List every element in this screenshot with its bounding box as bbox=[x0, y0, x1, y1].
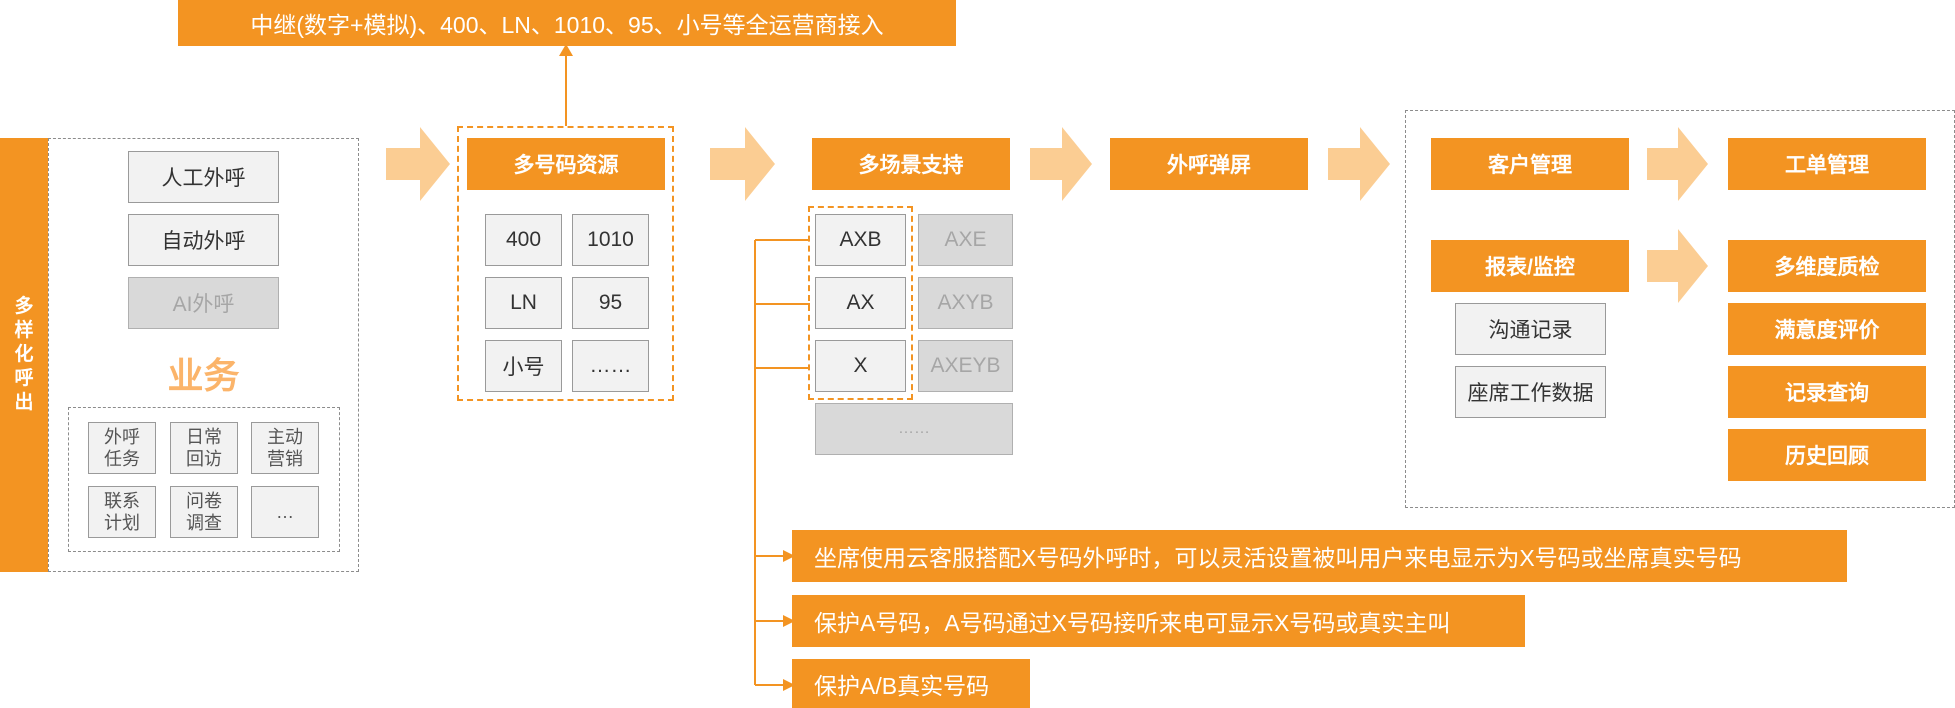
number-item[interactable]: 1010 bbox=[572, 214, 649, 266]
scenario-more[interactable]: …… bbox=[815, 403, 1013, 455]
scenario-ax[interactable]: AX bbox=[815, 277, 906, 329]
note-arrowhead-2 bbox=[783, 615, 795, 627]
business-title: 业务 bbox=[167, 355, 240, 396]
number-item[interactable]: 400 bbox=[485, 214, 562, 266]
flow-arrow-1 bbox=[386, 127, 450, 201]
flow-arrow-2 bbox=[710, 127, 775, 201]
left-panel-frame bbox=[48, 138, 359, 572]
business-item-line1: 外呼 bbox=[104, 427, 140, 447]
business-item-more[interactable]: … bbox=[251, 486, 319, 538]
ticket-management[interactable]: 工单管理 bbox=[1728, 138, 1926, 190]
satisfaction-evaluation[interactable]: 满意度评价 bbox=[1728, 303, 1926, 355]
business-item-line1: 联系 bbox=[104, 491, 140, 511]
scenario-axe[interactable]: AXE bbox=[918, 214, 1013, 266]
customer-management[interactable]: 客户管理 bbox=[1431, 138, 1629, 190]
quality-inspection[interactable]: 多维度质检 bbox=[1728, 240, 1926, 292]
business-group-frame bbox=[68, 407, 340, 552]
flow-arrow-5 bbox=[1647, 127, 1708, 201]
flow-arrow-3 bbox=[1030, 127, 1092, 201]
business-item[interactable]: 联系计划 bbox=[88, 486, 156, 538]
business-item-line1: … bbox=[276, 502, 294, 522]
business-item-line2: 任务 bbox=[104, 449, 140, 469]
business-item-line2: 营销 bbox=[267, 449, 303, 469]
report-item-agent-data[interactable]: 座席工作数据 bbox=[1455, 366, 1606, 418]
flow-arrow-4 bbox=[1328, 127, 1390, 201]
number-item-more[interactable]: …… bbox=[572, 340, 649, 392]
flow-arrow-6 bbox=[1647, 229, 1708, 303]
number-resources-title: 多号码资源 bbox=[467, 138, 665, 190]
auto-call-button[interactable]: 自动外呼 bbox=[128, 214, 279, 266]
ai-call-button[interactable]: AI外呼 bbox=[128, 277, 279, 329]
scenario-axb[interactable]: AXB bbox=[815, 214, 906, 266]
business-item-line1: 日常 bbox=[186, 427, 222, 447]
note-arrowhead-3 bbox=[783, 679, 795, 691]
note-axb: 坐席使用云客服搭配X号码外呼时，可以灵活设置被叫用户来电显示为X号码或坐席真实号… bbox=[792, 530, 1847, 582]
business-item-line2: 回访 bbox=[186, 449, 222, 469]
business-item-line2: 调查 bbox=[186, 513, 222, 533]
business-item[interactable]: 日常回访 bbox=[170, 422, 238, 474]
business-item[interactable]: 外呼任务 bbox=[88, 422, 156, 474]
scenarios-title: 多场景支持 bbox=[812, 138, 1010, 190]
left-vertical-title: 多样化呼出 bbox=[0, 138, 48, 572]
left-vertical-title-text: 多样化呼出 bbox=[14, 296, 34, 413]
business-item-line1: 主动 bbox=[267, 427, 303, 447]
number-item[interactable]: LN bbox=[485, 277, 562, 329]
number-resources-frame bbox=[457, 126, 674, 401]
scenario-x[interactable]: X bbox=[815, 340, 906, 392]
reports-monitoring[interactable]: 报表/监控 bbox=[1431, 240, 1629, 292]
scenario-axyb[interactable]: AXYB bbox=[918, 277, 1013, 329]
popup-title: 外呼弹屏 bbox=[1110, 138, 1308, 190]
business-item[interactable]: 主动营销 bbox=[251, 422, 319, 474]
note-ax: 保护A号码，A号码通过X号码接听来电可显示X号码或真实主叫 bbox=[792, 595, 1525, 647]
scenario-axeyb[interactable]: AXEYB bbox=[918, 340, 1013, 392]
manual-call-button[interactable]: 人工外呼 bbox=[128, 151, 279, 203]
number-item[interactable]: 95 bbox=[572, 277, 649, 329]
scenarios-active-frame bbox=[808, 206, 913, 400]
business-item-line2: 计划 bbox=[104, 513, 140, 533]
business-item-line1: 问卷 bbox=[186, 491, 222, 511]
note-arrowhead-1 bbox=[783, 550, 795, 562]
note-x: 保护A/B真实号码 bbox=[792, 659, 1030, 708]
top-banner: 中继(数字+模拟)、400、LN、1010、95、小号等全运营商接入 bbox=[178, 0, 956, 46]
number-item[interactable]: 小号 bbox=[485, 340, 562, 392]
history-review[interactable]: 历史回顾 bbox=[1728, 429, 1926, 481]
report-item-communication[interactable]: 沟通记录 bbox=[1455, 303, 1606, 355]
record-query[interactable]: 记录查询 bbox=[1728, 366, 1926, 418]
up-arrowhead bbox=[559, 44, 573, 56]
business-item[interactable]: 问卷调查 bbox=[170, 486, 238, 538]
